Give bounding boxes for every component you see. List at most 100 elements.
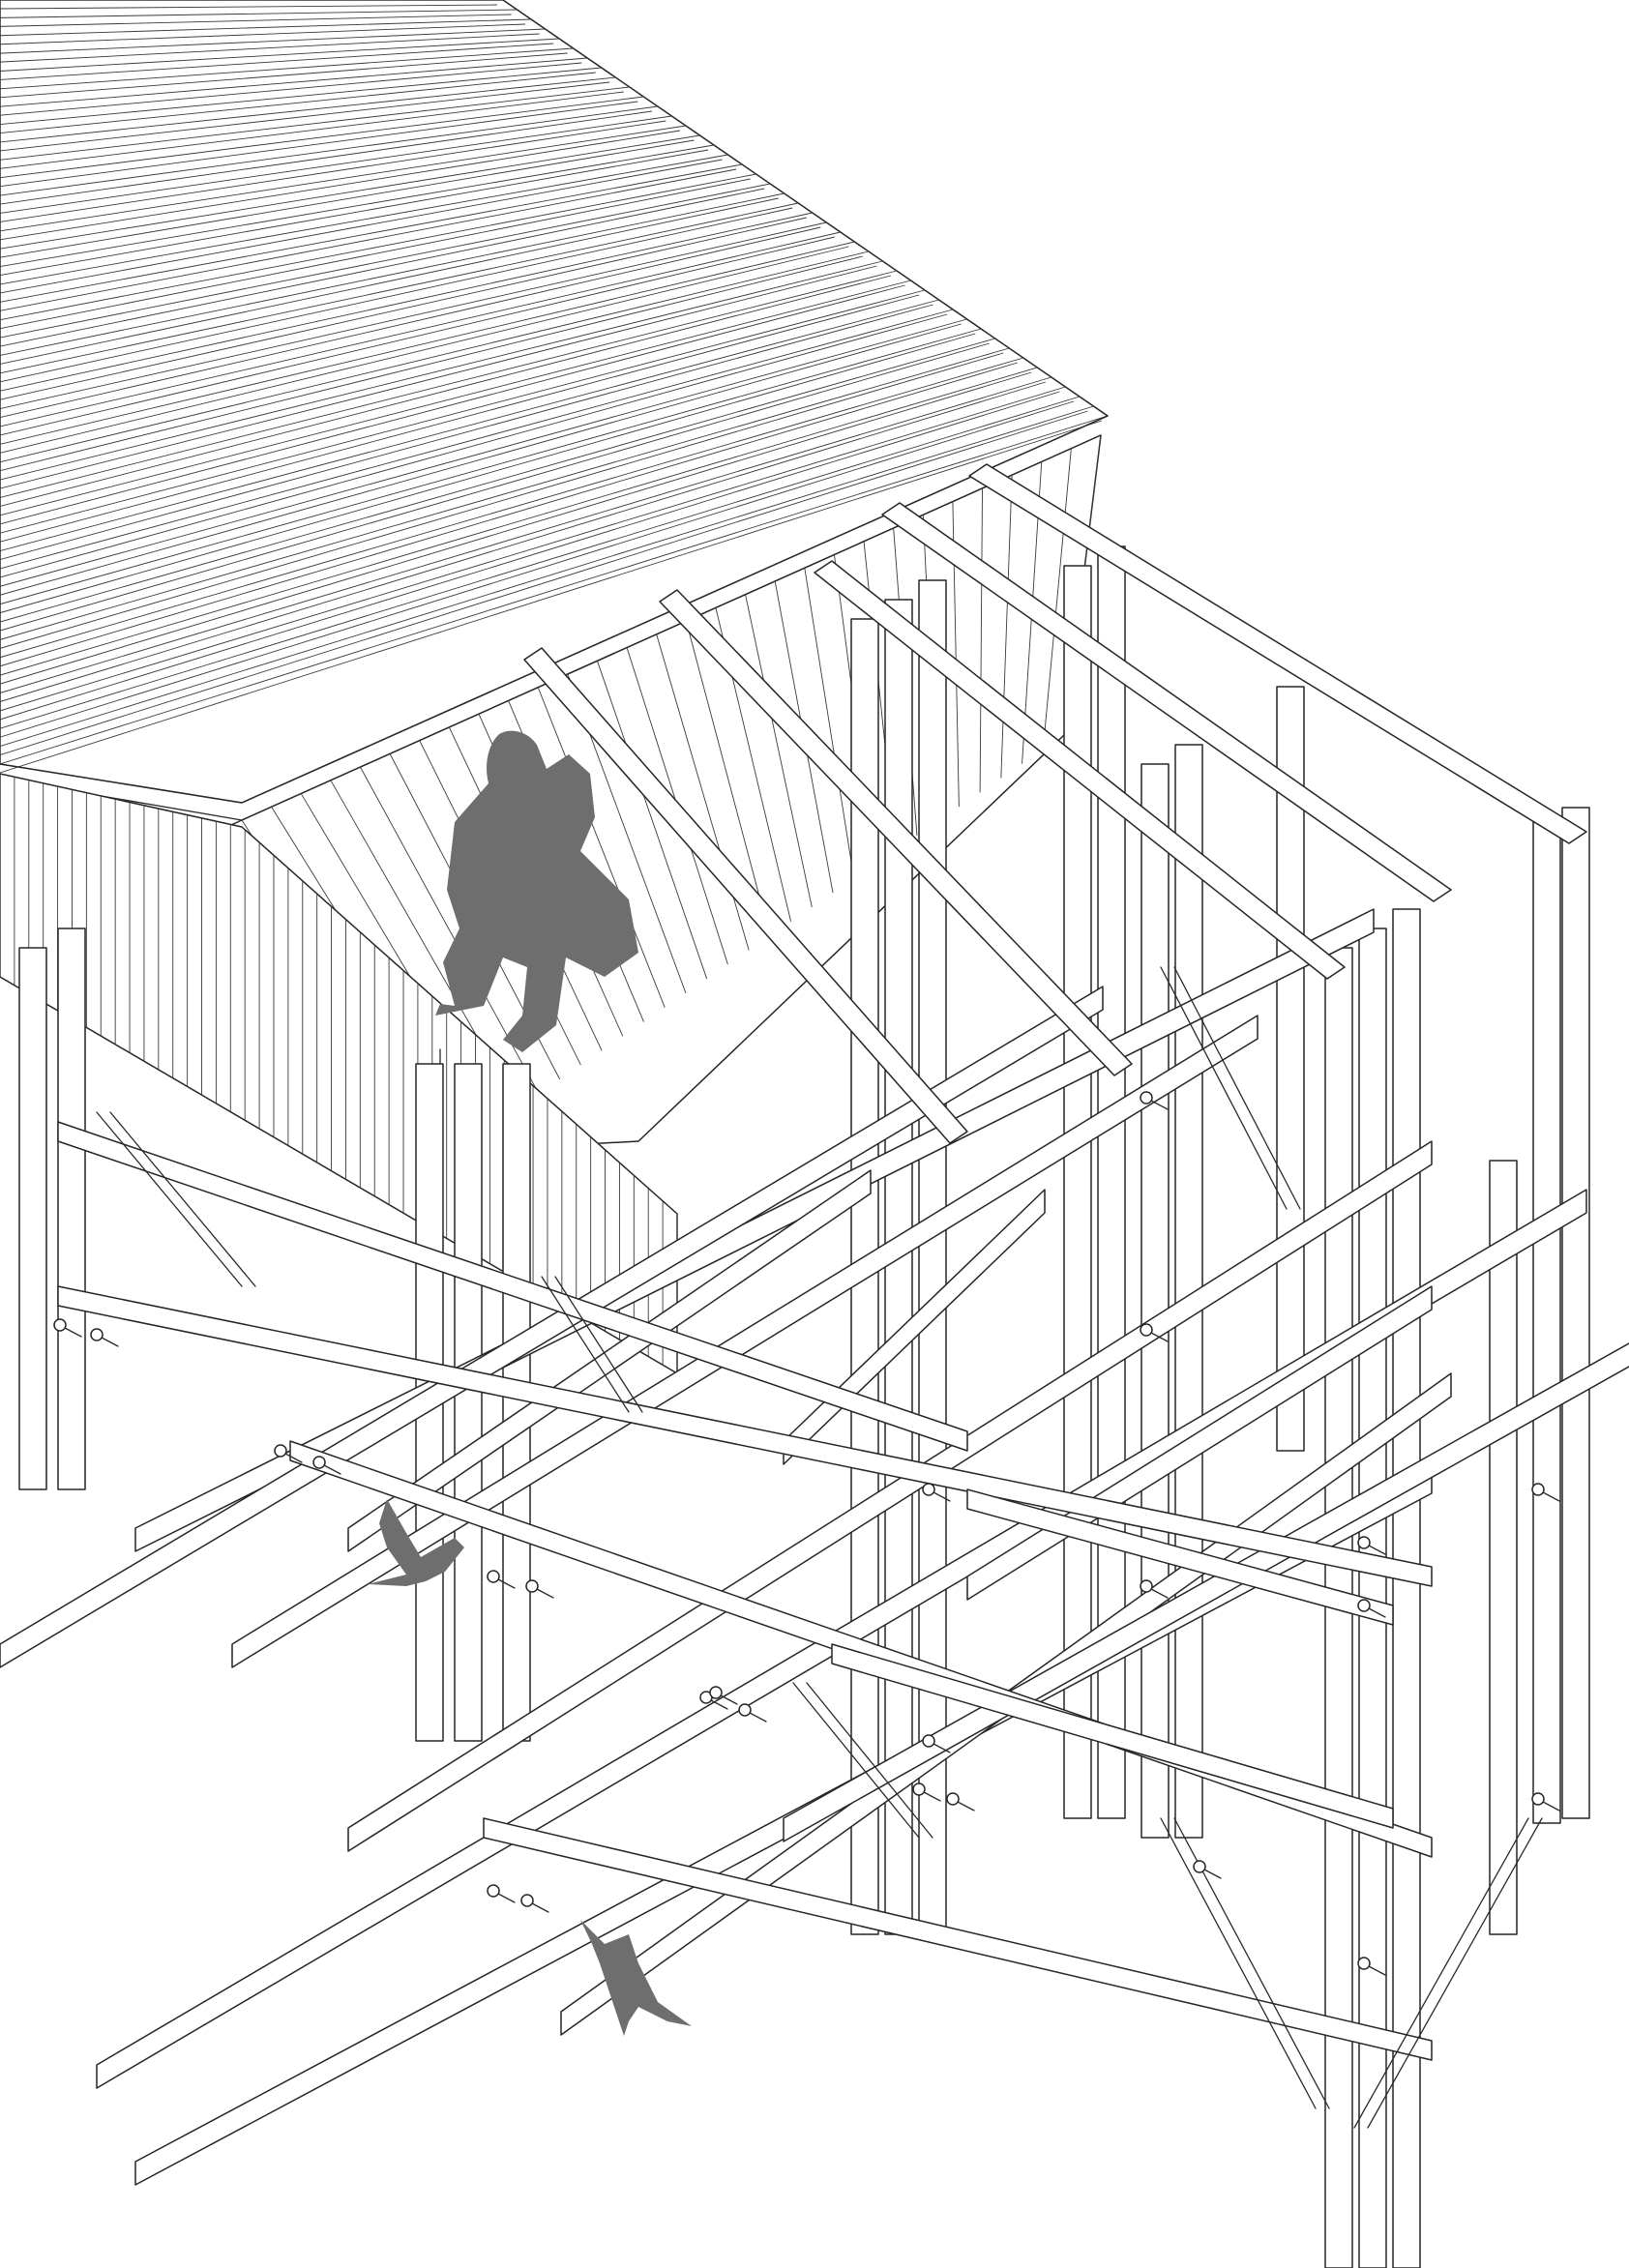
support-post: [18, 947, 47, 1490]
roof-rib-shadow: [0, 91, 624, 169]
roof-rib-shadow: [0, 362, 1018, 667]
roof-rib: [0, 260, 883, 481]
bolt-shank: [536, 1588, 554, 1599]
cross-beam: [57, 1285, 1433, 1587]
roof-rib-shadow: [0, 159, 723, 294]
deck-plank: [804, 568, 855, 879]
roof-rib-shadow: [0, 391, 1060, 721]
support-post: [1532, 821, 1561, 1824]
roof-rib-shadow: [0, 420, 1103, 774]
roof-rib: [0, 212, 813, 392]
roof-rafter: [881, 502, 1452, 902]
support-post: [1489, 1160, 1518, 1935]
bolt-shank: [1150, 1588, 1169, 1599]
roof-rib: [0, 280, 911, 516]
roof-rib-shadow: [0, 371, 1032, 685]
roof-rib: [0, 47, 574, 90]
bolt: [1140, 1323, 1153, 1337]
bolt-shank: [1150, 1100, 1169, 1110]
bolt-shank: [933, 1491, 951, 1502]
roof-rib: [0, 376, 1051, 693]
roof-rib-shadow: [0, 52, 568, 99]
bolt-shank: [933, 1743, 951, 1753]
roof-rib: [0, 338, 995, 623]
roof-rib: [0, 115, 672, 214]
bolt-shank: [1150, 1332, 1169, 1342]
roof-rib: [0, 183, 771, 339]
bolt-shank: [497, 1578, 516, 1589]
roof-rib: [0, 192, 785, 356]
roof-rib: [0, 367, 1038, 676]
roof-rib-shadow: [0, 188, 765, 347]
roof-rib-shadow: [0, 313, 948, 578]
bird-in-flight-silhouette: [368, 1499, 464, 1586]
bolt: [738, 1703, 752, 1717]
diagonal-brace-edge: [109, 1111, 256, 1287]
roof-rib-shadow: [0, 72, 596, 134]
deck-plank: [979, 487, 983, 793]
roof-rib: [0, 231, 841, 427]
cladding-boards: [0, 774, 678, 1374]
roof-rib: [0, 309, 954, 570]
bolt-shank: [323, 1464, 341, 1475]
roof-rib-shadow: [0, 139, 695, 258]
diagonal-brace: [541, 1276, 630, 1413]
roof-rib: [0, 134, 700, 250]
support-post: [1140, 763, 1170, 1839]
roof-rafter: [523, 647, 968, 1144]
corrugated-roof: [0, 0, 1109, 821]
diagonal-braces: [96, 966, 1543, 2129]
support-post: [57, 928, 86, 1490]
roof-rib: [0, 163, 743, 303]
roof-corrugations: [0, 0, 1109, 774]
roof-rib: [0, 270, 898, 498]
roof-rib-shadow: [0, 352, 1004, 649]
roof-rib-shadow: [0, 81, 610, 152]
cantilever-beams: [0, 908, 1629, 2186]
roof-rib-shadow: [0, 149, 709, 277]
bolt: [90, 1328, 104, 1341]
diagonal-brace: [792, 1682, 920, 1839]
bolt-shank: [749, 1712, 767, 1723]
support-post: [884, 599, 913, 1935]
support-post: [1392, 908, 1421, 2268]
roof-rib-shadow: [0, 265, 877, 489]
bolt-shank: [284, 1453, 303, 1463]
perched-bird-silhouette: [580, 1920, 692, 2036]
roof-rib-shadow: [0, 101, 638, 188]
bolt: [487, 1884, 500, 1898]
roof-rib: [0, 9, 518, 18]
roof-rib-shadow: [0, 207, 793, 383]
bolt: [525, 1579, 539, 1593]
bolt-shank: [1368, 1965, 1386, 1976]
roof-rib: [0, 57, 588, 107]
bolt: [312, 1456, 326, 1469]
roof-rib: [0, 386, 1066, 712]
bolt: [487, 1570, 500, 1583]
roof-rib-shadow: [0, 120, 666, 222]
bolt: [1531, 1792, 1545, 1806]
bolt-shank: [957, 1801, 975, 1811]
roof-rib-shadow: [0, 255, 864, 472]
roof-rib-shadow: [0, 178, 751, 330]
roof-rib: [0, 96, 644, 179]
roof-rib: [0, 86, 630, 161]
bolt: [709, 1686, 723, 1699]
cross-beam: [831, 1643, 1394, 1829]
bolt-shank: [1368, 1545, 1386, 1555]
roof-rib: [0, 105, 658, 196]
roof-rib: [0, 221, 827, 409]
roof-rib-shadow: [0, 217, 807, 400]
bolt-shank: [64, 1327, 82, 1338]
diagonal-brace-edge: [1173, 966, 1301, 1210]
cantilever-beam: [231, 1015, 1259, 1668]
roof-rib: [0, 250, 870, 463]
roof-rib-shadow: [0, 33, 540, 63]
roof-rafter: [968, 463, 1587, 844]
diagonal-brace-edge: [1367, 1817, 1543, 2129]
deck-plank: [537, 687, 666, 1008]
roof-rib-shadow: [0, 400, 1075, 738]
bolt: [1531, 1483, 1545, 1496]
roof-rib: [0, 38, 560, 72]
roof-rib: [0, 396, 1081, 729]
